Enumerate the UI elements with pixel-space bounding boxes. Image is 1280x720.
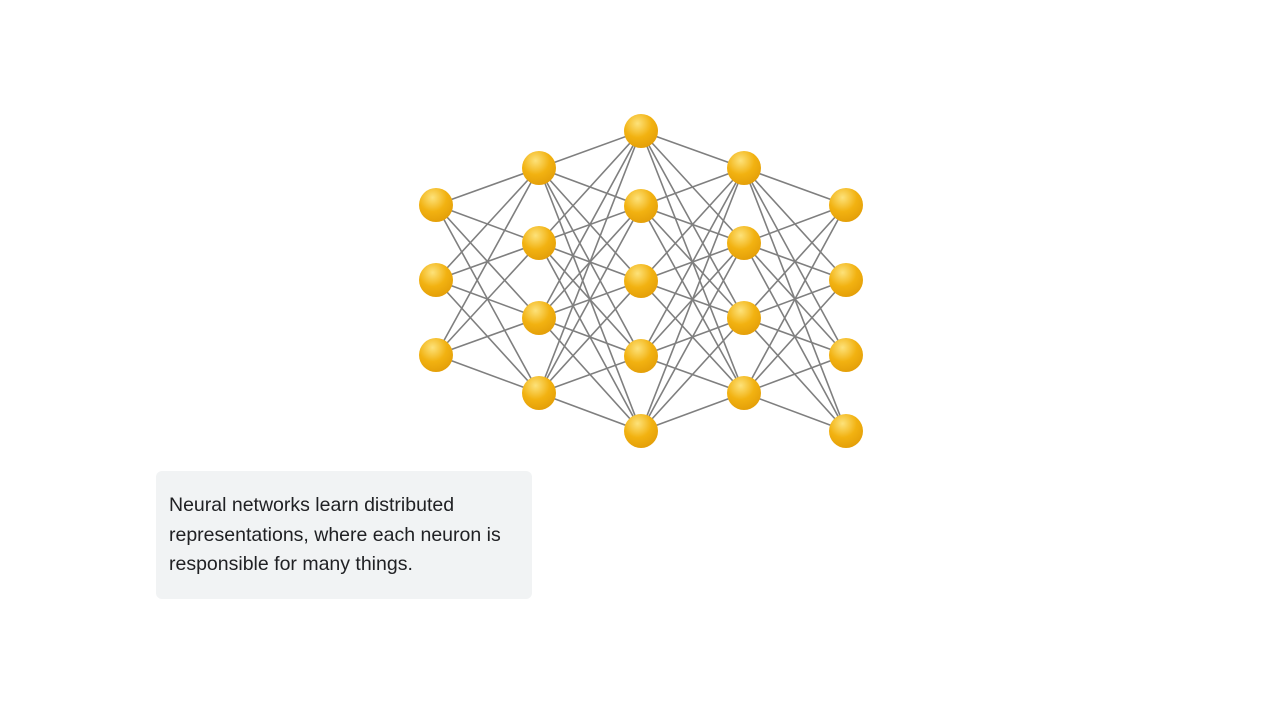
connection-edge	[435, 167, 540, 281]
neuron-node	[419, 188, 453, 222]
connection-edge	[743, 354, 847, 394]
connection-edge	[640, 167, 745, 432]
neuron-node	[624, 414, 658, 448]
connections	[435, 130, 847, 432]
neuron-node	[829, 263, 863, 297]
neuron-node	[727, 151, 761, 185]
connection-edge	[743, 204, 847, 244]
connection-edge	[538, 130, 642, 244]
connection-edge	[435, 242, 540, 356]
connection-edge	[538, 392, 642, 432]
connection-edge	[640, 317, 745, 432]
connection-edge	[538, 130, 642, 319]
connection-edge	[743, 204, 847, 394]
connection-edge	[743, 204, 847, 319]
neuron-node	[522, 151, 556, 185]
caption-text: Neural networks learn distributed repres…	[169, 494, 501, 575]
neuron-node	[522, 376, 556, 410]
connection-edge	[538, 130, 642, 394]
neuron-node	[522, 226, 556, 260]
connection-edge	[435, 354, 540, 394]
connection-edge	[743, 392, 847, 432]
neuron-node	[829, 414, 863, 448]
neuron-node	[829, 188, 863, 222]
neuron-node	[727, 226, 761, 260]
neuron-node	[727, 376, 761, 410]
connection-edge	[640, 167, 745, 357]
connection-edge	[435, 317, 540, 356]
neuron-node	[624, 114, 658, 148]
neuron-node	[624, 189, 658, 223]
connection-edge	[538, 280, 642, 394]
neuron-node	[727, 301, 761, 335]
connection-edge	[538, 355, 642, 394]
caption-card: Neural networks learn distributed repres…	[156, 471, 532, 599]
connection-edge	[640, 392, 745, 432]
neuron-node	[522, 301, 556, 335]
neurons	[419, 114, 863, 448]
neuron-node	[829, 338, 863, 372]
connection-edge	[743, 279, 847, 394]
neuron-node	[419, 263, 453, 297]
connection-edge	[640, 167, 745, 207]
connection-edge	[640, 130, 745, 169]
connection-edge	[743, 167, 847, 206]
connection-edge	[435, 167, 540, 206]
connection-edge	[640, 242, 745, 432]
connection-edge	[640, 167, 745, 282]
connection-edge	[538, 205, 642, 394]
neuron-node	[419, 338, 453, 372]
connection-edge	[435, 167, 540, 356]
connection-edge	[538, 130, 642, 169]
neuron-node	[624, 339, 658, 373]
neuron-node	[624, 264, 658, 298]
